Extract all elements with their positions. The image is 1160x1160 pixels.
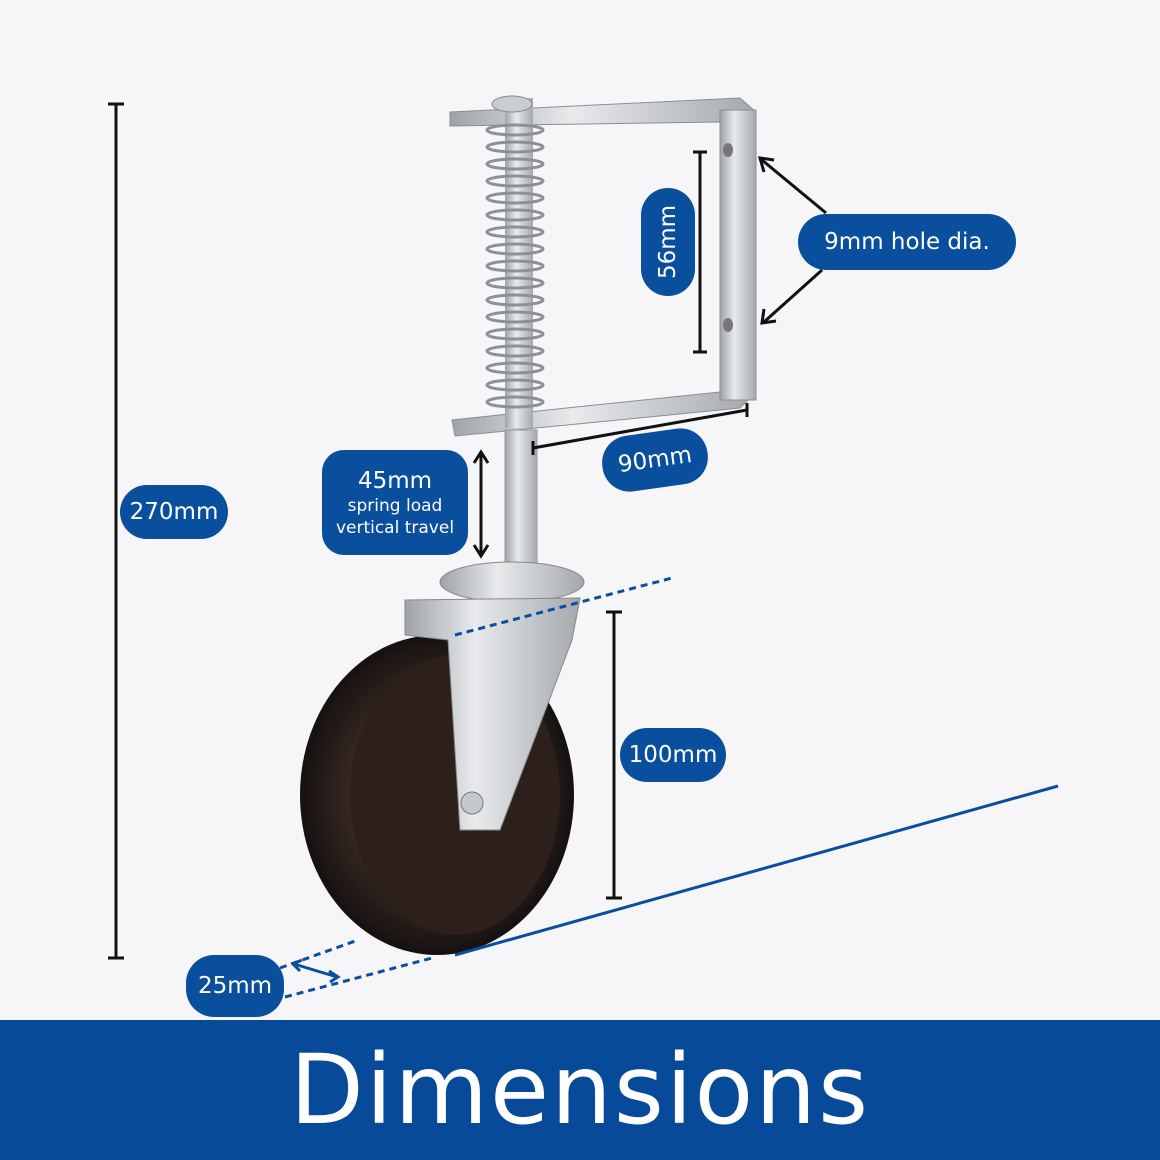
dimensions-banner: Dimensions xyxy=(0,1020,1160,1160)
spring-coil xyxy=(485,242,545,256)
spring-coil xyxy=(485,395,545,409)
spring-coil xyxy=(485,140,545,154)
wheel-diameter-label: 100mm xyxy=(620,728,726,782)
axle-bolt xyxy=(460,791,484,815)
spring-coil xyxy=(485,123,545,137)
travel-value: 45mm xyxy=(357,467,433,494)
fork xyxy=(404,561,585,831)
spring-coil xyxy=(485,293,545,307)
overall-height-label: 270mm xyxy=(120,485,228,539)
spring-coil xyxy=(485,259,545,273)
gate-bracket xyxy=(449,97,757,437)
spring-coil xyxy=(485,327,545,341)
spring xyxy=(485,95,545,428)
spring-coil xyxy=(485,344,545,358)
spring-coil xyxy=(485,361,545,375)
wheel-width-label: 25mm xyxy=(186,955,284,1017)
spring-coil xyxy=(485,174,545,188)
spring-coil xyxy=(485,191,545,205)
spring-coil xyxy=(485,208,545,222)
caster-diagram xyxy=(108,95,1059,999)
travel-line1: spring load xyxy=(347,495,443,516)
mounting-hole xyxy=(723,143,733,157)
spring-coil xyxy=(485,225,545,239)
ground-guides xyxy=(279,576,1059,999)
hole-diameter-label: 9mm hole dia. xyxy=(798,214,1016,270)
spring-coil xyxy=(485,378,545,392)
banner-title: Dimensions xyxy=(289,1034,871,1146)
hole-spacing-label: 56mm xyxy=(641,188,695,296)
spring-coil xyxy=(485,157,545,171)
spring-coil xyxy=(485,310,545,324)
spring-travel-label: 45mm spring load vertical travel xyxy=(322,450,468,555)
dimension-lines xyxy=(108,102,827,960)
travel-line2: vertical travel xyxy=(335,517,455,538)
spring-coil xyxy=(485,276,545,290)
mounting-hole xyxy=(723,318,733,332)
